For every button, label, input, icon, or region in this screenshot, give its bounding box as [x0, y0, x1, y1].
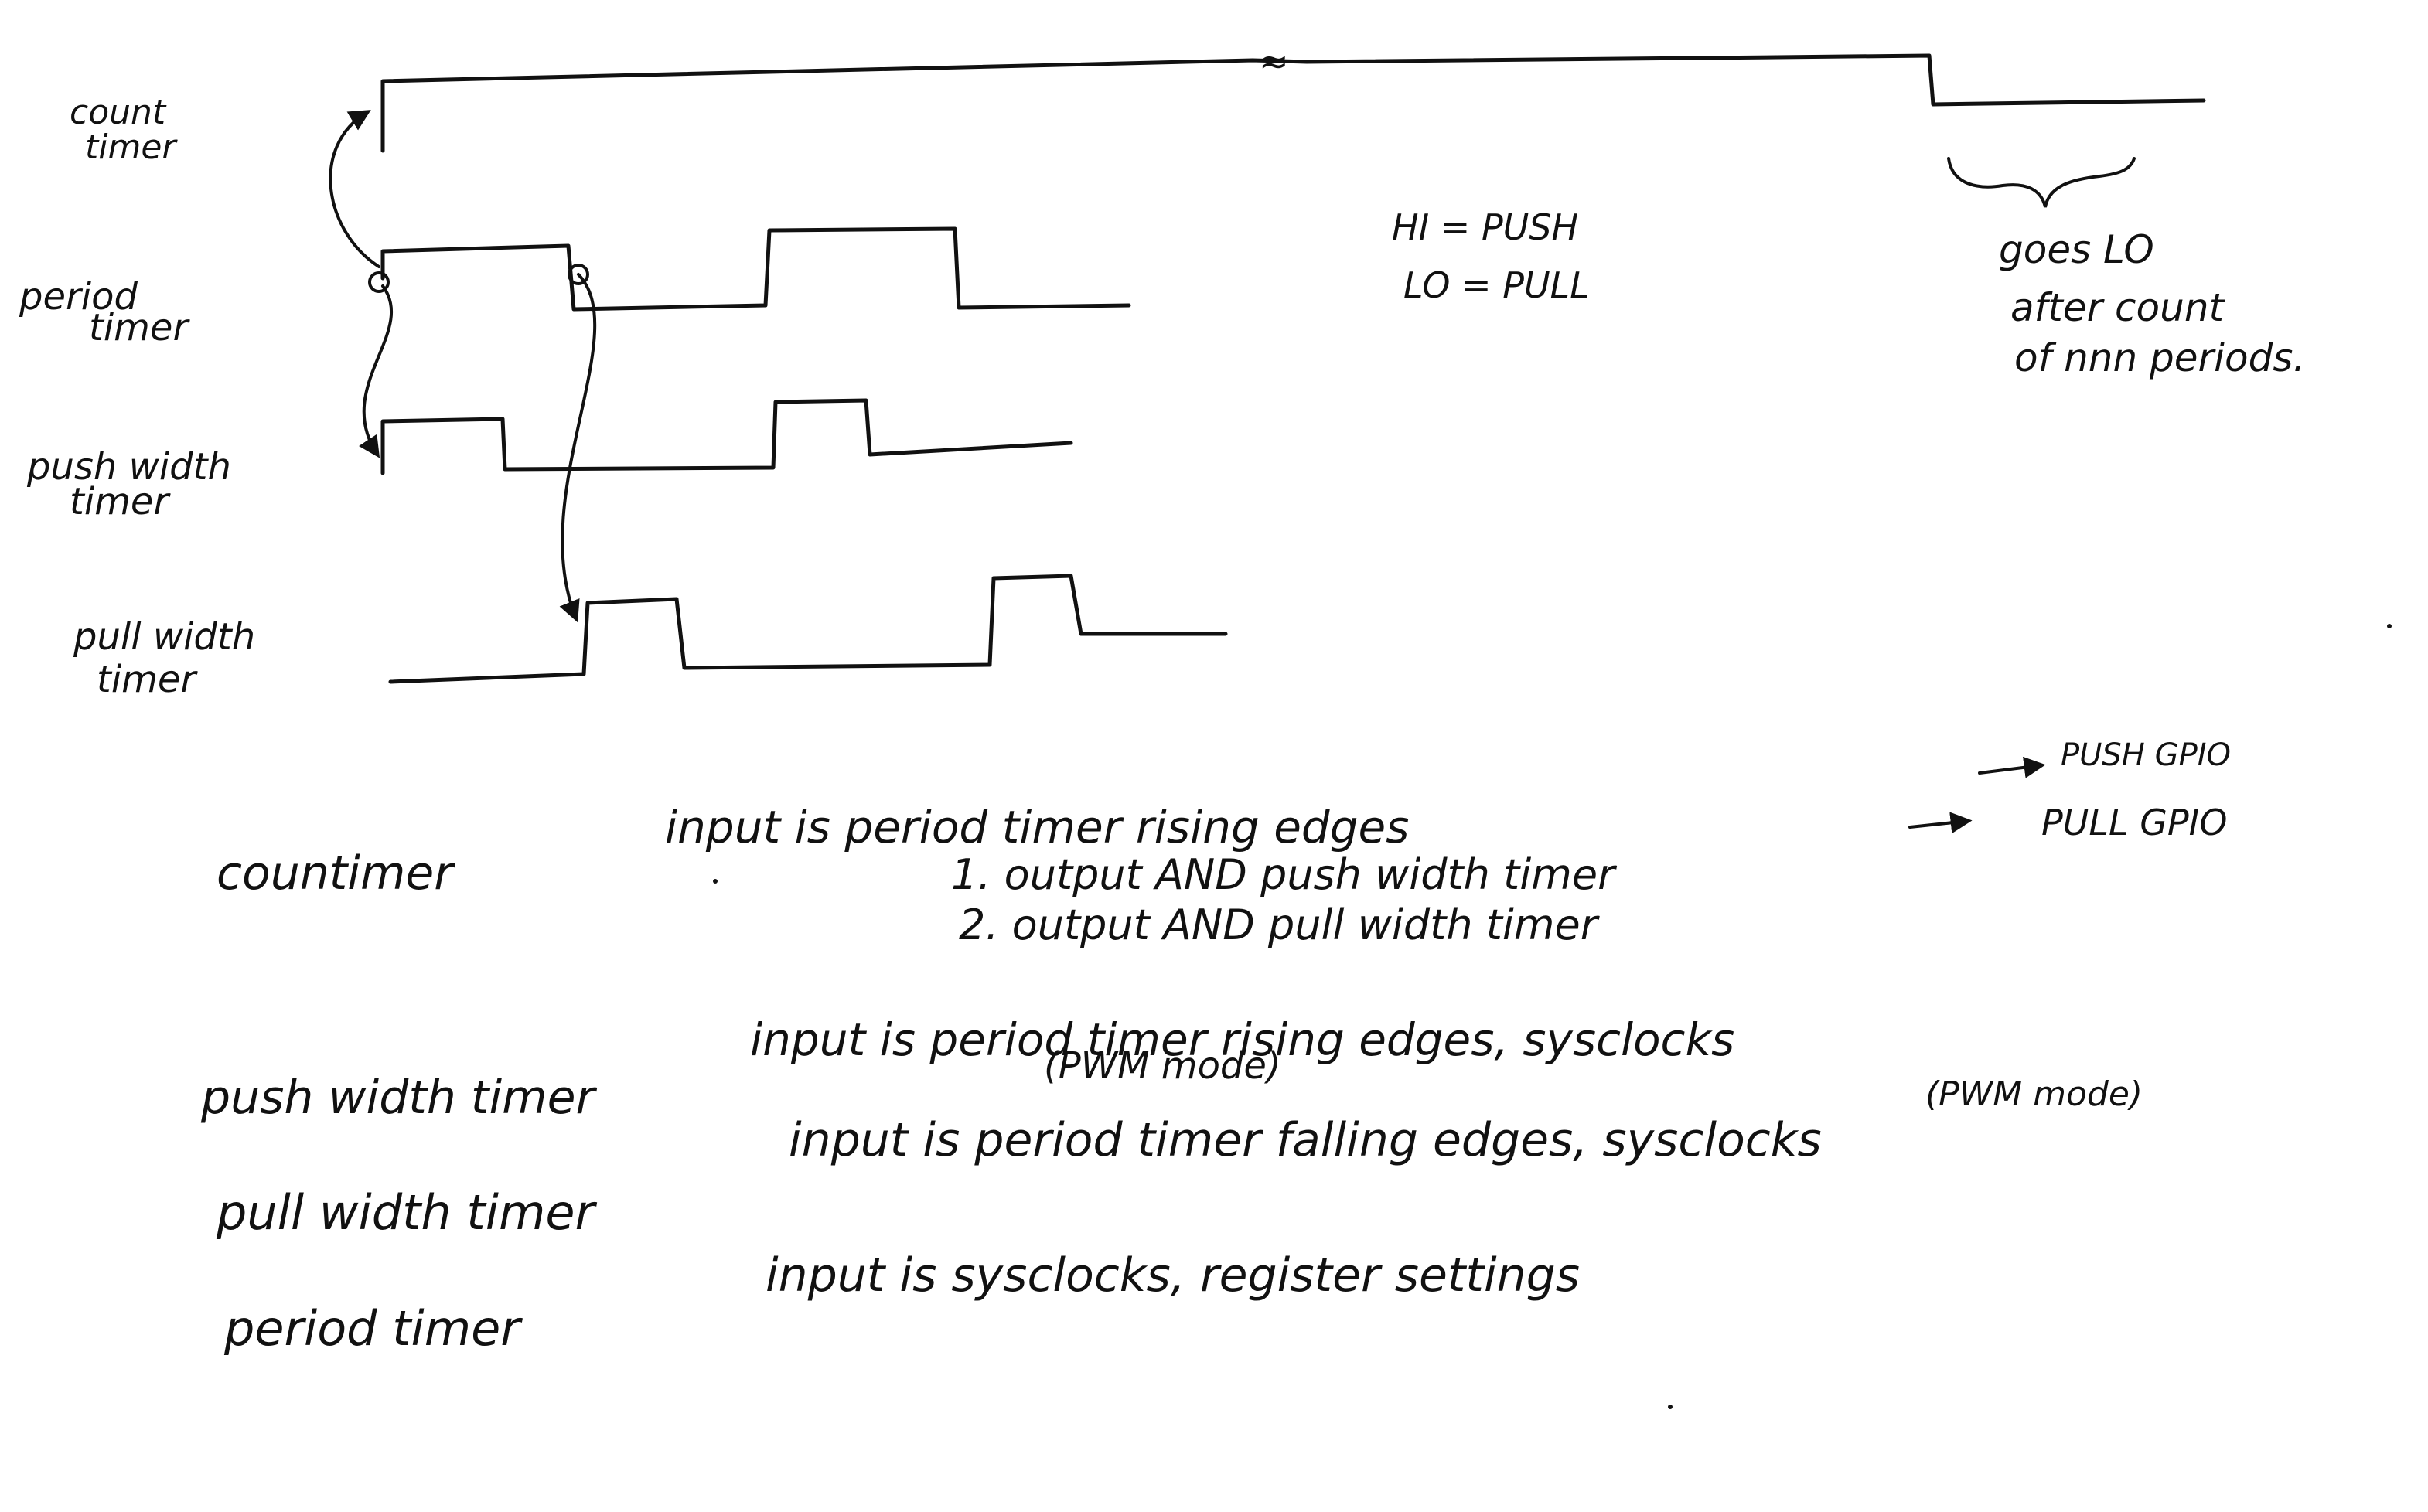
label-count-timer-line1: count	[70, 93, 167, 132]
note-count-timer-item2-target: PULL GPIO	[2041, 802, 2227, 843]
goes-lo-line1: goes LO	[1999, 227, 2154, 272]
period-falling-to-pull-width-arrow	[559, 273, 597, 623]
polarity-legend: HI = PUSH LO = PULL	[1392, 206, 1590, 306]
ink-speck	[713, 879, 718, 884]
period-to-push-width-arrow	[358, 284, 394, 458]
goes-lo-line3: of nnn periods.	[2014, 335, 2305, 380]
note-pull-width-timer: pull width timer input is period timer f…	[216, 1074, 2143, 1241]
note-pull-width-timer-name: pull width timer	[216, 1184, 597, 1241]
note-count-timer-item1-target: PUSH GPIO	[2061, 737, 2231, 773]
note-period-timer: period timer input is sysclocks, registe…	[223, 1248, 1580, 1357]
note-push-width-timer-mode: (PWM mode)	[1044, 1044, 1281, 1088]
note-push-width-timer-name: push width timer	[200, 1071, 597, 1125]
count-timer-waveform	[380, 53, 2206, 153]
label-pull-width-timer-line1: pull width	[73, 615, 255, 659]
label-push-width-timer-line2: timer	[70, 480, 171, 523]
goes-lo-line2: after count	[2010, 285, 2226, 330]
pull-width-timer-waveform	[388, 574, 1228, 684]
note-count-timer-name: countimer	[217, 846, 455, 901]
label-period-timer-line2: timer	[89, 306, 190, 349]
goes-lo-note: goes LO after count of nnn periods.	[1999, 227, 2305, 380]
label-push-width-timer: push width timer	[26, 445, 231, 523]
label-period-timer-line1: period	[19, 275, 138, 318]
note-pull-width-timer-mode: (PWM mode)	[1925, 1074, 2143, 1114]
note-count-timer-item2: 2. output AND pull width timer	[959, 901, 1600, 949]
note-count-timer: countimer input is period timer rising e…	[217, 737, 2231, 949]
pull-gpio-arrow	[1908, 812, 1973, 834]
goes-lo-brace	[1947, 157, 2136, 208]
count-timer-break-mark: ≈	[1259, 40, 1289, 82]
note-push-width-timer: push width timer input is period timer r…	[200, 1013, 1734, 1125]
push-gpio-arrow	[1978, 756, 2046, 778]
label-period-timer: period timer	[19, 275, 190, 349]
label-pull-width-timer-line2: timer	[97, 658, 198, 701]
period-to-count-arrow	[329, 110, 380, 268]
note-period-timer-line: input is sysclocks, register settings	[766, 1248, 1580, 1303]
legend-lo: LO = PULL	[1403, 264, 1590, 306]
ink-speck	[1668, 1405, 1673, 1409]
note-count-timer-line1: input is period timer rising edges	[665, 801, 1409, 853]
note-push-width-timer-line: input is period timer rising edges, sysc…	[750, 1013, 1734, 1066]
period-falling-edge-marker	[568, 264, 589, 285]
period-timer-waveform	[380, 226, 1131, 312]
ink-speck	[2387, 624, 2392, 628]
note-pull-width-timer-line: input is period timer falling edges, sys…	[789, 1113, 1822, 1167]
push-width-timer-waveform	[380, 398, 1073, 475]
legend-hi: HI = PUSH	[1392, 206, 1578, 248]
period-rising-edge-marker	[368, 271, 390, 293]
label-count-timer: count timer	[70, 93, 178, 167]
note-count-timer-item1: 1. output AND push width timer	[951, 850, 1617, 899]
label-push-width-timer-line1: push width	[26, 445, 231, 489]
note-period-timer-name: period timer	[223, 1300, 523, 1357]
label-pull-width-timer: pull width timer	[73, 615, 255, 701]
label-count-timer-line2: timer	[85, 128, 178, 167]
